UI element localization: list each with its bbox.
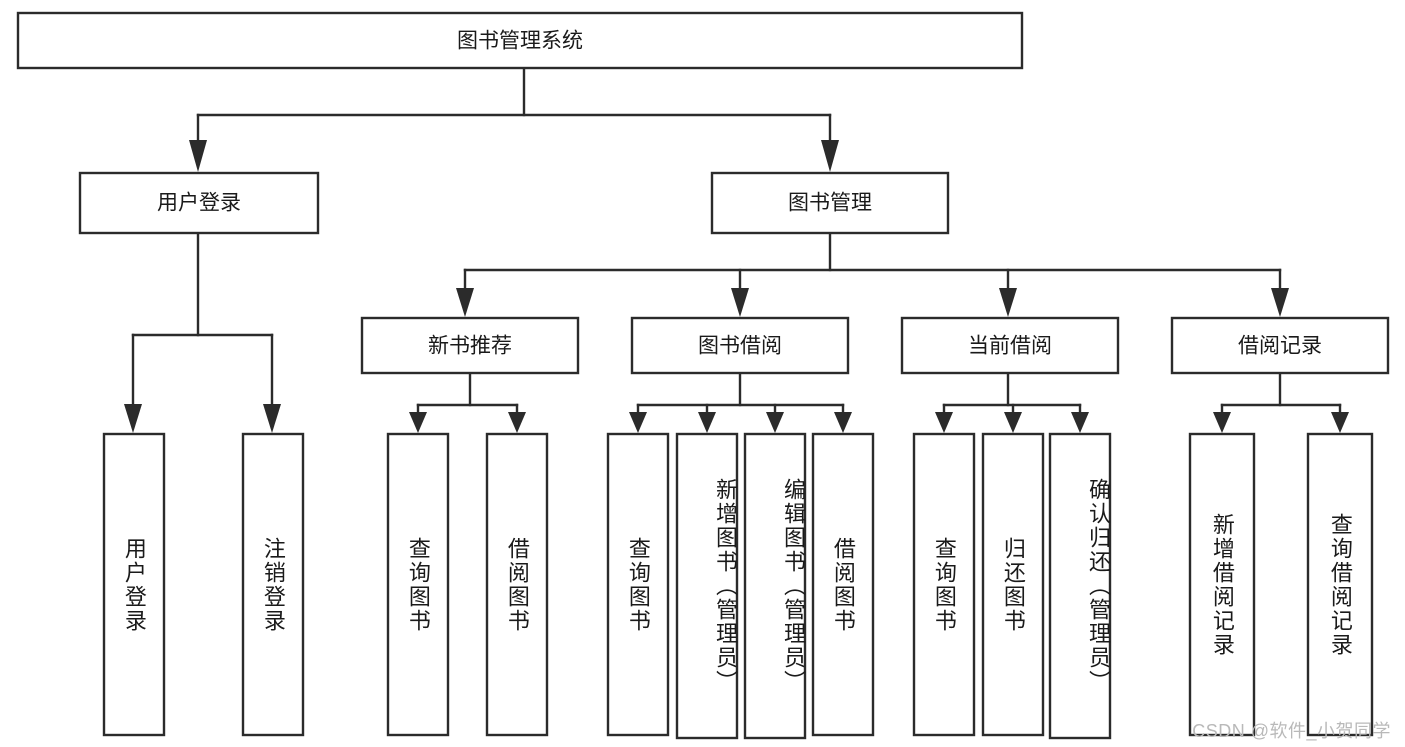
connector-group-book-borrow	[629, 371, 852, 433]
arrow-head-leaf-add-borrow-record	[1213, 412, 1231, 433]
connector-group-borrow-records	[1213, 371, 1349, 433]
node-book-borrow[interactable]: 图书借阅	[630, 316, 850, 375]
arrow-head-leaf-query-book-borrow	[629, 412, 647, 433]
node-box-leaf-borrow-book-recommend[interactable]	[485, 432, 549, 737]
node-label-book-management: 图书管理	[788, 192, 872, 215]
node-box-leaf-return-book[interactable]	[981, 432, 1045, 737]
arrow-head-leaf-query-borrow-record	[1331, 412, 1349, 433]
arrow-head-leaf-user-login	[124, 404, 142, 433]
node-box-leaf-query-book-recommend[interactable]	[386, 432, 450, 737]
connector-group-userlogin	[124, 231, 281, 433]
node-box-leaf-user-login[interactable]	[102, 432, 166, 737]
arrow-head-leaf-return-book	[1004, 412, 1022, 433]
connector-group-recommend	[409, 371, 526, 433]
node-box-new-book-recommend[interactable]	[360, 316, 580, 375]
node-box-borrow-records[interactable]	[1170, 316, 1390, 375]
arrow-head-leaf-logout-login	[263, 404, 281, 433]
arrow-head-leaf-borrow-book-recommend	[508, 412, 526, 433]
connector-group-bookmgmt	[456, 231, 1289, 317]
node-user-login[interactable]: 用户登录	[78, 171, 320, 235]
leaf-boxes	[102, 432, 1374, 740]
node-box-leaf-add-borrow-record[interactable]	[1188, 432, 1256, 737]
node-label-book-borrow: 图书借阅	[698, 335, 782, 358]
node-new-book-recommend[interactable]: 新书推荐	[360, 316, 580, 375]
arrow-head-current-borrow	[999, 288, 1017, 317]
node-label-new-book-recommend: 新书推荐	[428, 335, 512, 358]
arrow-head-leaf-confirm-return-admin	[1071, 412, 1089, 433]
node-label-user-login: 用户登录	[157, 192, 241, 215]
node-book-management[interactable]: 图书管理	[710, 171, 950, 235]
node-box-current-borrow[interactable]	[900, 316, 1120, 375]
node-box-user-login[interactable]	[78, 171, 320, 235]
arrow-head-leaf-add-book-admin	[698, 412, 716, 433]
arrow-head-leaf-borrow-book	[834, 412, 852, 433]
connector-group-root	[189, 66, 839, 172]
node-borrow-records[interactable]: 借阅记录	[1170, 316, 1390, 375]
node-box-leaf-logout-login[interactable]	[241, 432, 305, 737]
arrow-head-bookmgmt	[821, 140, 839, 172]
node-label-borrow-records: 借阅记录	[1238, 335, 1322, 358]
arrow-head-leaf-query-book-recommend	[409, 412, 427, 433]
arrow-head-new-book-recommend	[456, 288, 474, 317]
node-box-leaf-borrow-book[interactable]	[811, 432, 875, 737]
node-label-current-borrow: 当前借阅	[968, 335, 1052, 358]
arrow-head-book-borrow	[731, 288, 749, 317]
node-box-leaf-query-book-current[interactable]	[912, 432, 976, 737]
node-box-leaf-add-book-admin[interactable]	[675, 432, 739, 740]
arrow-head-borrow-records	[1271, 288, 1289, 317]
node-box-leaf-edit-book-admin[interactable]	[743, 432, 807, 740]
arrow-head-leaf-query-book-current	[935, 412, 953, 433]
node-box-leaf-query-borrow-record[interactable]	[1306, 432, 1374, 737]
node-box-book-borrow[interactable]	[630, 316, 850, 375]
connector-group-current-borrow	[935, 371, 1089, 433]
arrow-head-leaf-edit-book-admin	[766, 412, 784, 433]
node-current-borrow[interactable]: 当前借阅	[900, 316, 1120, 375]
node-box-root[interactable]	[16, 11, 1024, 70]
node-box-book-management[interactable]	[710, 171, 950, 235]
node-label-root: 图书管理系统	[457, 30, 583, 53]
node-box-leaf-confirm-return-admin[interactable]	[1048, 432, 1112, 740]
node-root[interactable]: 图书管理系统	[16, 11, 1024, 70]
arrow-head-userlogin	[189, 140, 207, 172]
node-box-leaf-query-book-borrow[interactable]	[606, 432, 670, 737]
csdn-watermark: CSDN @软件_小贺同学	[1192, 721, 1391, 741]
